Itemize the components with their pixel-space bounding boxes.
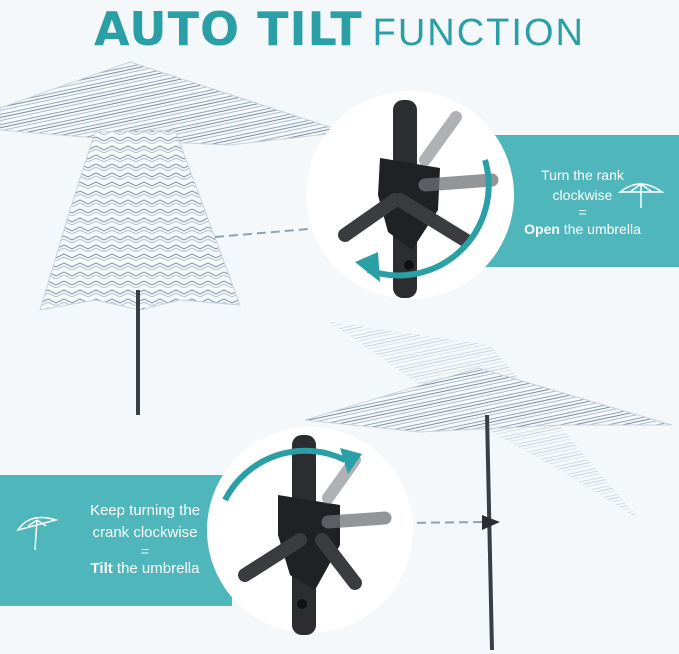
caption-open-emphasis: Open bbox=[524, 221, 560, 237]
caption-tilt-step: Keep turning the crank clockwise = Tilt … bbox=[60, 500, 230, 580]
title-light: FUNCTION bbox=[372, 12, 585, 54]
umbrella-tilted-illustration bbox=[304, 322, 673, 651]
caption-tilt-line1: Keep turning the bbox=[89, 502, 201, 519]
umbrella-open-icon bbox=[617, 183, 665, 208]
caption-open-rest: the umbrella bbox=[559, 221, 641, 237]
caption-open-equals: = bbox=[578, 204, 587, 220]
info-band-tilt bbox=[0, 475, 232, 606]
crank-detail-open bbox=[306, 91, 514, 299]
caption-tilt-equals: = bbox=[140, 543, 150, 559]
caption-tilt-emphasis: Tilt bbox=[90, 560, 113, 577]
caption-open-line1: Turn the rank bbox=[541, 167, 624, 183]
caption-open-line2: clockwise bbox=[552, 187, 613, 203]
caption-tilt-line2: crank clockwise bbox=[92, 524, 198, 541]
title-bold: AUTO TILT bbox=[94, 2, 363, 56]
umbrella-opening-illustration bbox=[0, 61, 346, 415]
umbrella-tilt-icon bbox=[16, 516, 59, 551]
caption-tilt-rest: the umbrella bbox=[112, 560, 200, 577]
caption-open-step: Turn the rank clockwise = Open the umbre… bbox=[490, 165, 675, 239]
crank-detail-tilt bbox=[207, 427, 413, 635]
